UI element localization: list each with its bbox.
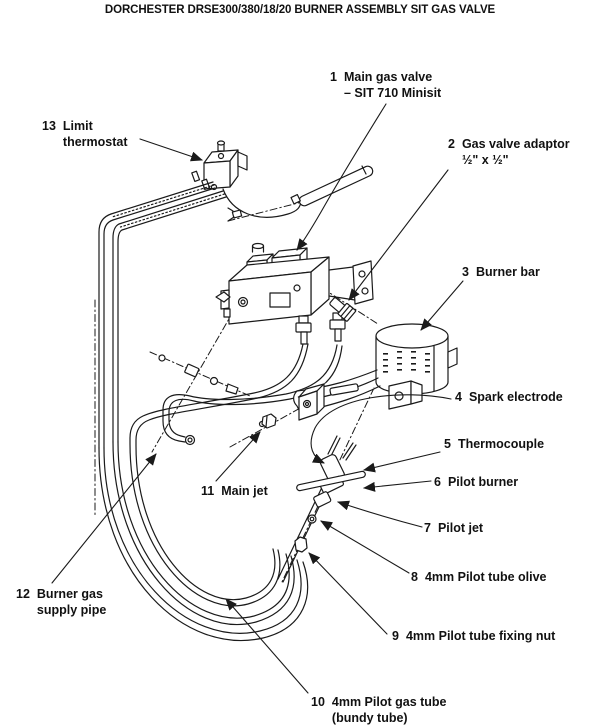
pilot-burner-drawing [296, 454, 366, 495]
page-title: DORCHESTER DRSE300/380/18/20 BURNER ASSE… [104, 4, 496, 16]
thermostat-capillary [222, 165, 374, 222]
label-pilot-tube-olive: 8 4mm Pilot tube olive [411, 569, 547, 585]
pilot-assembly-drawing [277, 435, 366, 583]
label-burner-gas-supply-pipe: 12 Burner gas supply pipe [16, 586, 106, 618]
leader-arrows [51, 103, 464, 694]
spark-electrode-drawing [327, 435, 341, 457]
part-number: 5 [444, 437, 451, 451]
part-text: Pilot jet [437, 521, 484, 535]
part-text: Thermocouple [457, 437, 545, 451]
label-pilot-jet: 7 Pilot jet [424, 520, 483, 536]
label-pilot-tube-fixing-nut: 9 4mm Pilot tube fixing nut [392, 628, 555, 644]
part-number: 2 [448, 137, 455, 151]
part-number: 11 [201, 484, 215, 498]
label-pilot-gas-tube: 10 4mm Pilot gas tube (bundy tube) [311, 694, 447, 726]
main-jet-drawing [258, 413, 277, 429]
part-text: Spark electrode [468, 390, 563, 404]
part-number: 8 [411, 570, 418, 584]
part-number: 7 [424, 521, 431, 535]
leader-arrow-7 [337, 500, 423, 528]
leader-arrow-9 [308, 552, 388, 635]
compression-fittings [158, 354, 239, 395]
leader-arrow-8 [320, 520, 410, 574]
part-text: 4mm Pilot tube olive [424, 570, 547, 584]
part-number: 6 [434, 475, 441, 489]
part-text: Burner gas supply pipe [36, 587, 107, 617]
label-pilot-burner: 6 Pilot burner [434, 474, 518, 490]
label-limit-thermostat: 13 Limit thermostat [42, 118, 128, 150]
leader-arrow-12 [51, 453, 157, 584]
part-text: 4mm Pilot tube fixing nut [405, 629, 556, 643]
part-number: 10 [311, 695, 325, 709]
gas-valve-adaptor-drawing [329, 297, 357, 322]
label-main-gas-valve: 1 Main gas valve – SIT 710 Minisit [330, 69, 441, 101]
leader-arrow-5 [363, 451, 441, 473]
pilot-gas-tube-loop [98, 447, 309, 642]
leader-arrow-4 [310, 394, 452, 464]
pilot-jet-drawing [313, 491, 332, 508]
part-number: 9 [392, 629, 399, 643]
part-number: 1 [330, 70, 337, 84]
part-text: Pilot burner [447, 475, 519, 489]
pilot-tube-fixing-nut-drawing [294, 536, 308, 553]
pilot-tube-olive-drawing [307, 514, 317, 524]
thermostat-phial [290, 165, 374, 207]
part-text: Main jet [221, 484, 268, 498]
part-text: Burner bar [475, 265, 540, 279]
leader-arrow-2 [348, 169, 449, 301]
limit-thermostat-drawing [191, 140, 248, 191]
label-burner-bar: 3 Burner bar [462, 264, 540, 280]
part-number: 4 [455, 390, 462, 404]
part-number: 13 [42, 119, 56, 133]
part-text: Limit thermostat [62, 119, 128, 149]
pipes-left-runs [98, 181, 227, 449]
leader-arrow-10 [225, 598, 309, 694]
part-number: 12 [16, 587, 30, 601]
leader-arrow-1 [296, 103, 387, 251]
thermocouple-drawing [342, 442, 357, 461]
leader-arrow-11 [215, 431, 261, 482]
burner-bar-perforations [383, 351, 430, 373]
label-spark-electrode: 4 Spark electrode [455, 389, 563, 405]
label-main-jet: 11 Main jet [201, 483, 268, 499]
pilot-bracket-drawing [298, 383, 325, 421]
part-text: Main gas valve – SIT 710 Minisit [343, 70, 442, 100]
label-thermocouple: 5 Thermocouple [444, 436, 544, 452]
main-gas-valve-drawing [215, 242, 374, 345]
part-number: 3 [462, 265, 469, 279]
part-text: Gas valve adaptor ½" x ½" [461, 137, 570, 167]
leader-arrow-3 [420, 280, 464, 331]
label-gas-valve-adaptor: 2 Gas valve adaptor ½" x ½" [448, 136, 570, 168]
leader-arrow-13 [139, 138, 203, 162]
part-text: 4mm Pilot gas tube (bundy tube) [331, 695, 447, 725]
capillary-clip [227, 207, 243, 222]
leader-arrow-6 [363, 480, 432, 492]
